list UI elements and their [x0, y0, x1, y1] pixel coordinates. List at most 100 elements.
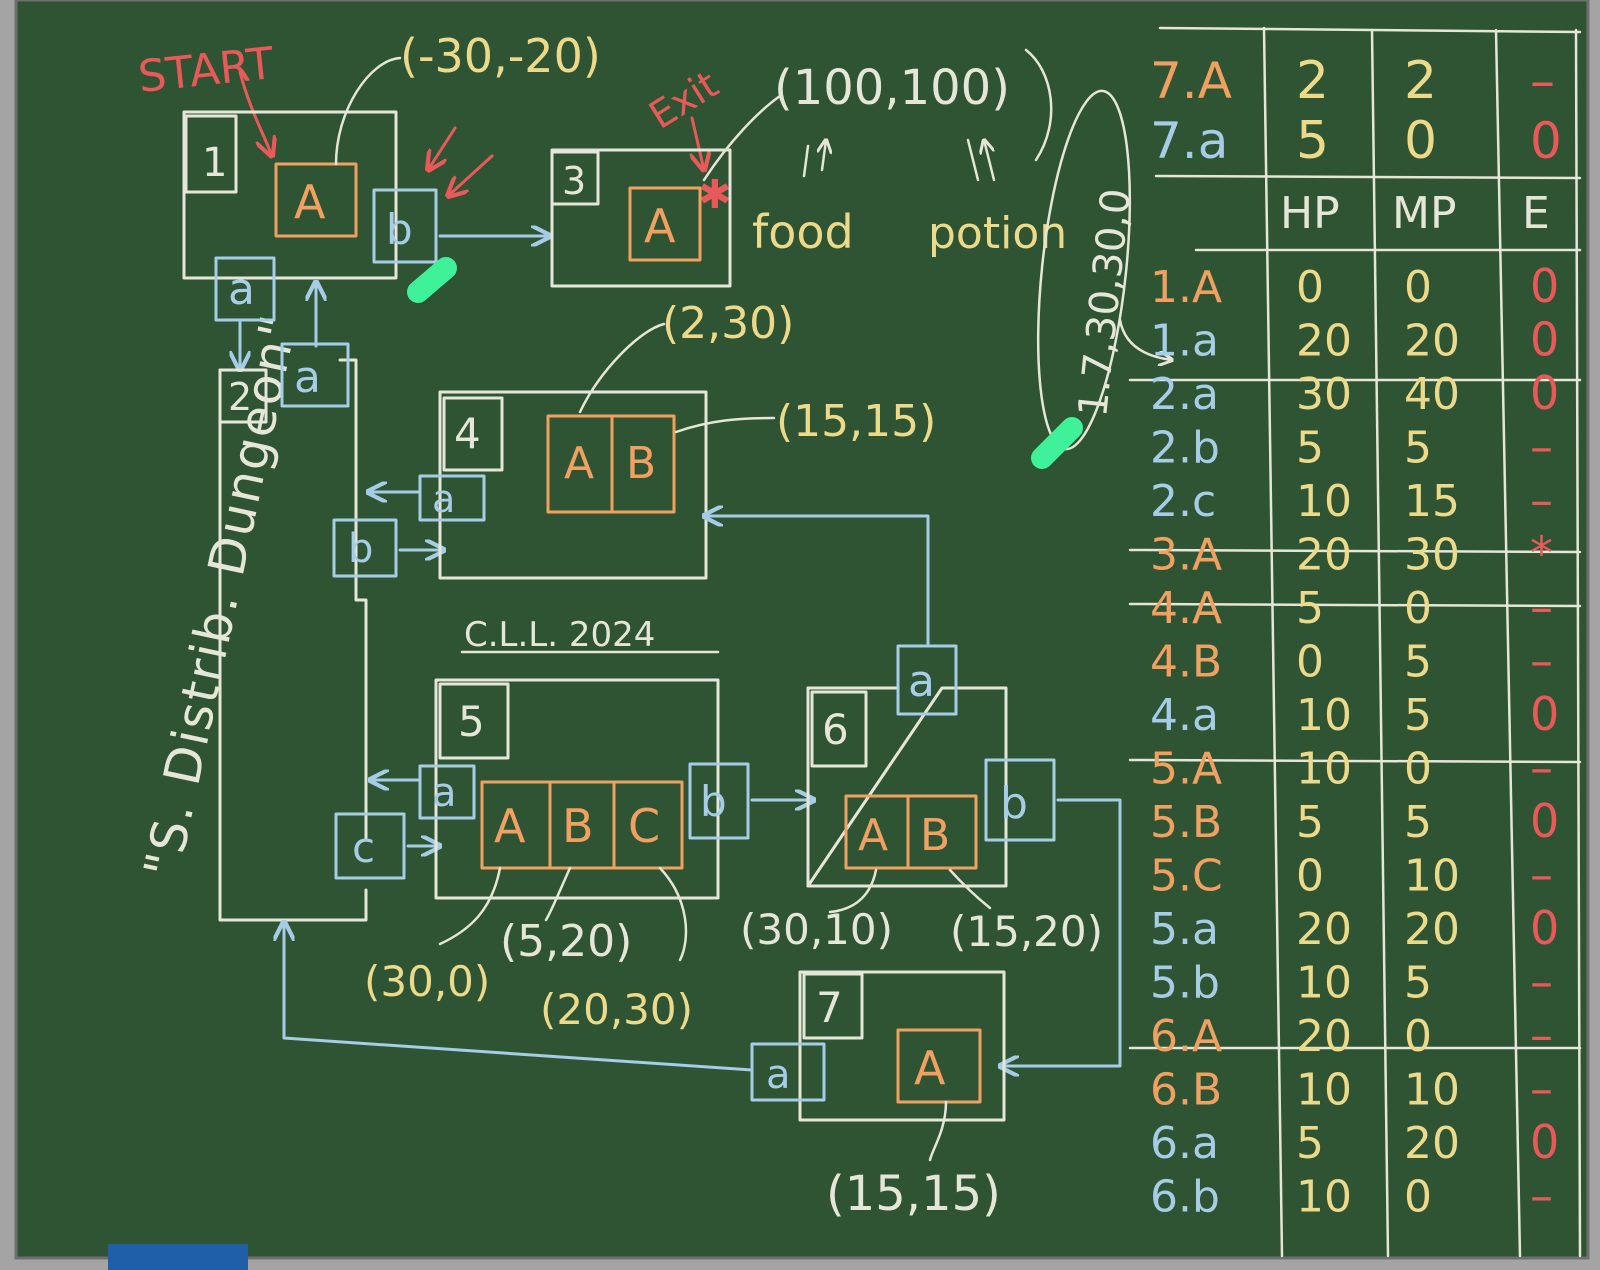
room-2-door-a: a — [294, 352, 321, 403]
table-header-mp: MP — [1392, 188, 1457, 239]
room-6-door-b: b — [1000, 778, 1028, 829]
exit-coord: (100,100) — [774, 60, 1010, 116]
table-row-mp: 20 — [1404, 1118, 1460, 1169]
table-row-hp: 5 — [1296, 583, 1324, 634]
room-6-coord-a: (30,10) — [740, 905, 893, 954]
room-1-door-a: a — [228, 264, 255, 315]
table-row-hp: 20 — [1296, 1011, 1352, 1062]
eraser-object — [108, 1244, 248, 1270]
room-7-number: 7 — [816, 983, 843, 1032]
table-row-mp: 10 — [1404, 851, 1460, 902]
signature: C.L.L. 2024 — [464, 615, 655, 655]
table-row-hp: 5 — [1296, 1118, 1324, 1169]
room-1-coord: (-30,-20) — [400, 29, 601, 83]
room-4-number: 4 — [454, 409, 481, 458]
table-row-id: 2.a — [1150, 369, 1219, 420]
table-row-id: 6.b — [1150, 1172, 1220, 1223]
table-row-hp: 10 — [1296, 1172, 1352, 1223]
table-row-hp: 0 — [1296, 637, 1324, 688]
table-header-hp: HP — [1280, 188, 1340, 239]
table-row-hp: 10 — [1296, 476, 1352, 527]
room-2-number: 2 — [228, 375, 252, 419]
room-5-number: 5 — [458, 697, 485, 746]
room-3-item-a: A — [644, 199, 676, 253]
room-5-item-b: B — [562, 799, 594, 853]
table-row-hp: 20 — [1296, 530, 1352, 581]
table-row-mp: 0 — [1404, 262, 1432, 313]
table-row-id: 4.B — [1150, 637, 1222, 688]
room-4-door-a: a — [432, 477, 455, 521]
board-surface — [16, 0, 1588, 1258]
room-1: 1 A (-30,-20) b a — [182, 29, 601, 370]
table-top-row-mp: 2 — [1404, 51, 1437, 111]
table-row-e: – — [1530, 1008, 1553, 1062]
room-6-number: 6 — [822, 705, 849, 754]
table-top-row-id: 7.a — [1150, 112, 1228, 170]
table-row-id: 2.c — [1150, 476, 1216, 527]
table-row-e: * — [1530, 527, 1553, 581]
table-row-e: 0 — [1530, 313, 1559, 367]
room-4-coord-b: (15,15) — [776, 396, 936, 447]
food-label: food — [752, 205, 854, 259]
room-5-coord-b: (5,20) — [500, 916, 632, 967]
room-3-number: 3 — [562, 159, 586, 203]
room-4-item-a: A — [564, 438, 594, 489]
table-row-hp: 10 — [1296, 744, 1352, 795]
table-row-hp: 20 — [1296, 316, 1352, 367]
table-row-hp: 5 — [1296, 423, 1324, 474]
room-6: 6 A B a b (30,10) (15,20) — [704, 516, 1122, 1066]
room-2-door-b: b — [348, 526, 373, 572]
table-row-mp: 0 — [1404, 583, 1432, 634]
table-row-mp: 5 — [1404, 637, 1432, 688]
exit-star: ✱ — [698, 172, 732, 218]
table-row-mp: 0 — [1404, 1011, 1432, 1062]
table-row-id: 3.A — [1150, 530, 1222, 581]
table-row-mp: 30 — [1404, 530, 1460, 581]
room-1-door-b: b — [386, 205, 413, 254]
table-row-id: 4.A — [1150, 583, 1222, 634]
table-row-id: 6.B — [1150, 1065, 1222, 1116]
room-4-coord-a: (2,30) — [662, 298, 794, 349]
table-row-mp: 40 — [1404, 369, 1460, 420]
table-top-row-hp: 2 — [1296, 51, 1329, 111]
room-5-door-a: a — [432, 770, 457, 816]
room-1-number: 1 — [202, 140, 227, 186]
table-row-hp: 10 — [1296, 1065, 1352, 1116]
table-row-id: 5.A — [1150, 744, 1222, 795]
table-row-e: – — [1530, 848, 1553, 902]
table-row-id: 5.b — [1150, 958, 1220, 1009]
table-row-e: 0 — [1530, 259, 1559, 313]
room-4-item-b: B — [626, 438, 656, 489]
table-top-row-e: 0 — [1530, 112, 1562, 170]
table-top-row-hp: 5 — [1296, 111, 1329, 171]
table-row-hp: 0 — [1296, 851, 1324, 902]
table-row-e: 0 — [1530, 794, 1559, 848]
table-row-mp: 5 — [1404, 958, 1432, 1009]
table-row-hp: 5 — [1296, 797, 1324, 848]
table-row-id: 1.A — [1150, 262, 1222, 313]
table-row-id: 4.a — [1150, 690, 1219, 741]
room-2-door-c: c — [352, 823, 375, 872]
table-row-id: 5.C — [1150, 851, 1223, 902]
room-6-item-a: A — [858, 810, 888, 861]
table-row-mp: 15 — [1404, 476, 1460, 527]
start-arrow — [238, 70, 272, 156]
table-row-mp: 0 — [1404, 744, 1432, 795]
room-7-item-a: A — [914, 1041, 946, 1095]
table-row-mp: 20 — [1404, 904, 1460, 955]
room-5-item-c: C — [628, 799, 660, 853]
room-4: 4 A B (2,30) (15,15) a — [368, 298, 936, 580]
room-7-coord: (15,15) — [826, 1166, 1001, 1222]
table-row-mp: 10 — [1404, 1065, 1460, 1116]
table-row-id: 6.A — [1150, 1011, 1222, 1062]
table-row-id: 5.a — [1150, 904, 1219, 955]
exit-arrow — [692, 116, 704, 170]
table-row-e: – — [1530, 473, 1553, 527]
table-row-id: 6.a — [1150, 1118, 1219, 1169]
table-row-id: 5.B — [1150, 797, 1222, 848]
table-row-id: 2.b — [1150, 423, 1220, 474]
room-5: 5 A B C a b (30,0) (5,20) (20,30) — [364, 678, 814, 1034]
room-5-item-a: A — [494, 799, 526, 853]
